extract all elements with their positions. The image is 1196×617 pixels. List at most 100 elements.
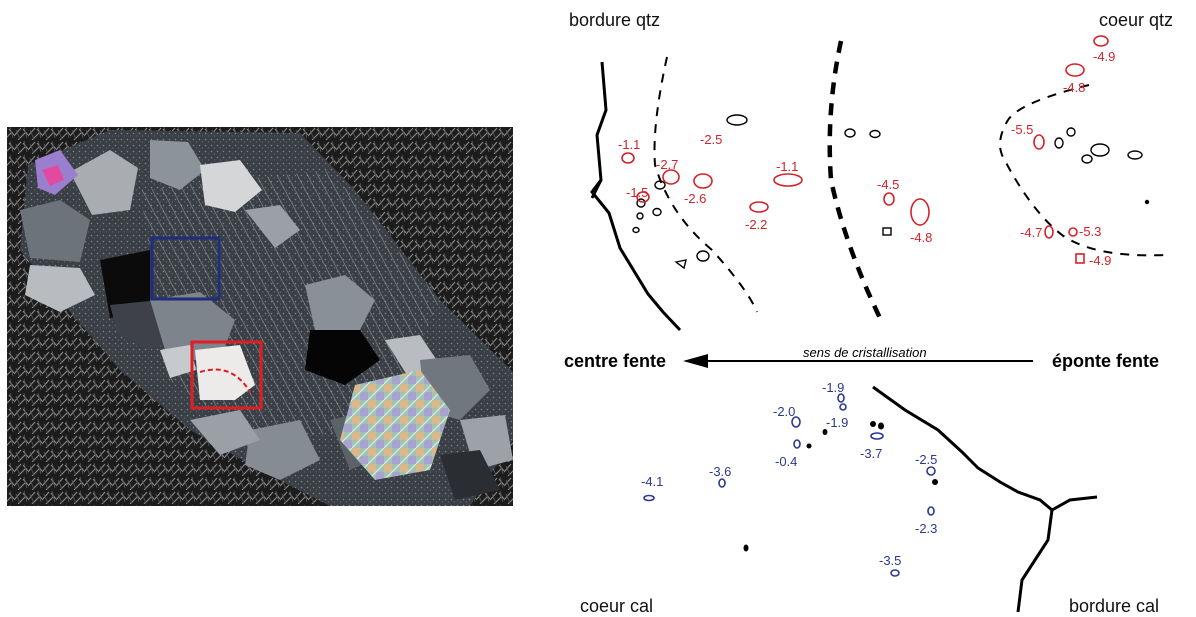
arrow-head <box>683 354 708 368</box>
grain <box>195 345 255 400</box>
qtz-value: -2.5 <box>700 132 722 147</box>
qtz-value: -1.1 <box>618 137 640 152</box>
cal-value: -3.6 <box>709 464 731 479</box>
quartz-value-labels: -1.1 -2.5 -2.7 -1.5 -2.6 -1.1 -2.2 -4.5 … <box>618 49 1115 268</box>
label-bordure-qtz: bordure qtz <box>569 10 660 30</box>
label-eponte-fente: éponte fente <box>1052 351 1159 371</box>
grain <box>305 330 380 385</box>
inclusion <box>1068 227 1078 237</box>
cal-value: -3.5 <box>879 553 901 568</box>
cal-value: -2.0 <box>773 404 795 419</box>
inclusion <box>654 180 666 190</box>
inclusion <box>878 422 884 430</box>
inclusion <box>1065 63 1085 77</box>
qtz-value: -4.7 <box>1020 225 1042 240</box>
qtz-value: -4.8 <box>910 230 932 245</box>
inclusion <box>806 443 812 449</box>
inclusion <box>718 478 726 488</box>
inclusion <box>1144 199 1150 205</box>
inclusion <box>927 506 935 516</box>
inclusions-red <box>621 35 1109 264</box>
inclusion <box>773 173 803 187</box>
core-zone-dashed <box>999 84 1166 257</box>
growth-zone-dashed <box>653 56 758 313</box>
inclusion <box>793 439 801 449</box>
inclusion <box>662 169 680 185</box>
grain <box>245 205 300 248</box>
cal-value: -3.7 <box>860 446 882 461</box>
qtz-value: -5.5 <box>1011 122 1033 137</box>
inclusion <box>1066 127 1076 137</box>
qtz-value: -5.3 <box>1079 224 1101 239</box>
inclusion <box>882 227 892 236</box>
inclusions-blue <box>643 393 936 577</box>
qtz-value: -2.6 <box>684 191 706 206</box>
inclusion <box>693 173 713 189</box>
quartz-grains <box>20 140 513 500</box>
inclusion <box>1054 137 1064 149</box>
inclusion <box>632 226 640 234</box>
inclusion <box>674 259 687 270</box>
inclusion <box>1090 143 1110 157</box>
inclusion <box>1075 253 1085 264</box>
label-coeur-cal: coeur cal <box>580 596 653 616</box>
crystallisation-arrow <box>683 354 1033 368</box>
inclusion <box>883 192 895 206</box>
cal-value: -1.9 <box>822 380 844 395</box>
qtz-value: -4.9 <box>1093 49 1115 64</box>
label-bordure-cal: bordure cal <box>1069 596 1159 616</box>
qtz-value: -2.7 <box>656 157 678 172</box>
quartz-border-line <box>590 61 682 332</box>
grain <box>70 150 138 215</box>
qtz-value: -2.2 <box>745 217 767 232</box>
inclusion <box>636 191 650 203</box>
inclusion <box>1044 225 1054 239</box>
grain <box>305 275 375 330</box>
label-coeur-qtz: coeur qtz <box>1099 10 1173 30</box>
qtz-value: -4.8 <box>1063 80 1085 95</box>
selection-box-blue <box>150 236 221 301</box>
inclusions-black <box>743 421 938 552</box>
label-sens-cristallisation: sens de cristallisation <box>803 345 927 360</box>
inclusion <box>791 416 801 428</box>
grain <box>150 140 205 190</box>
calcite-value-labels: -1.9 -1.9 -2.0 -0.4 -3.7 -2.5 -2.3 -3.6 … <box>641 380 937 568</box>
inclusion <box>652 207 662 217</box>
grain <box>20 200 90 262</box>
grain <box>25 265 95 312</box>
inclusion <box>621 152 635 164</box>
inclusion <box>636 212 644 220</box>
calcite-schematic <box>643 385 1098 613</box>
inclusion <box>870 421 876 427</box>
cal-value: -2.3 <box>915 521 937 536</box>
inclusion <box>870 432 884 440</box>
selection-box-red <box>190 340 263 410</box>
calcite-border-stem <box>1016 509 1054 613</box>
inclusion <box>932 479 938 485</box>
qtz-value: -1.1 <box>776 159 798 174</box>
calcite-border-line <box>872 385 1053 512</box>
inclusion <box>643 494 655 502</box>
calcite-border-branch <box>1051 495 1098 512</box>
inclusion <box>910 198 930 226</box>
inclusion <box>1081 154 1093 164</box>
label-centre-fente: centre fente <box>564 351 666 371</box>
inclusion <box>926 466 936 476</box>
inclusion <box>822 429 828 435</box>
grain <box>245 420 320 480</box>
cal-value: -1.9 <box>826 415 848 430</box>
inclusion <box>726 114 748 126</box>
qtz-value: -4.9 <box>1089 253 1111 268</box>
inclusions-black <box>632 114 1150 270</box>
inclusion <box>1127 150 1143 160</box>
inclusion <box>696 250 710 262</box>
inclusion <box>1093 35 1109 47</box>
qtz-value: -4.5 <box>877 177 899 192</box>
quartz-border-spur <box>590 179 603 199</box>
micrograph <box>7 127 513 506</box>
inclusion <box>890 569 900 577</box>
inclusion <box>837 393 845 403</box>
calcite-grain <box>340 370 450 480</box>
grain <box>190 410 260 455</box>
